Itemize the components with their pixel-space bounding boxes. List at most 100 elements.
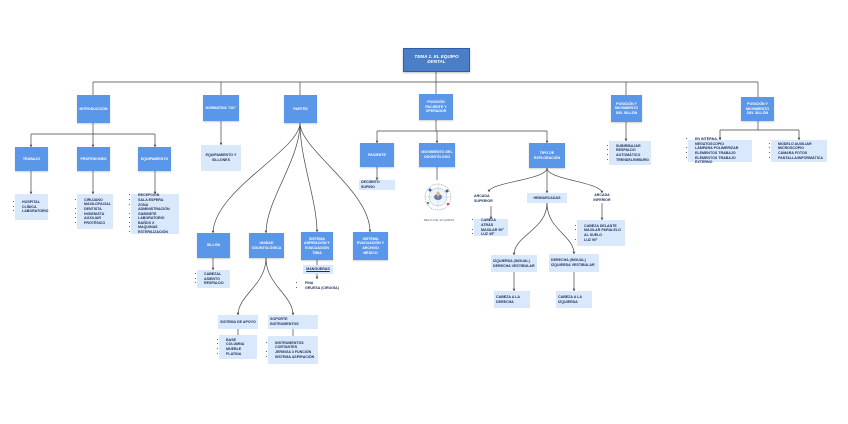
node-sistema-apoyo[interactable]: SISTEMA DE APOYO — [218, 315, 258, 329]
arrow-partes-3 — [368, 229, 372, 232]
node-movimiento-sillon[interactable]: POSICIÓN Y MOVIMIENTO DEL SILLÓN — [611, 95, 642, 122]
list-item: RECEPCIÓN — [138, 193, 177, 198]
list-item: BASE — [226, 338, 244, 343]
link-partes-unidad — [265, 122, 301, 234]
list-sillon-items: CABEZAL ASIENTO RESPALDO — [199, 272, 224, 286]
arrow-inf-list — [600, 217, 604, 220]
list-sillon: CABEZAL ASIENTO RESPALDO — [197, 270, 230, 288]
list-arcada-superior: CABEZA ATRÁS MAXILAR 90º LUZ 45º — [474, 218, 508, 237]
list-trabajo: HOSPITAL CLÍNICA LABORATORIO — [15, 194, 48, 220]
arrow-normativa — [219, 142, 223, 145]
list-item: AUTOMÁTICO — [616, 153, 649, 158]
list-item: RESPALDO — [616, 148, 649, 153]
list-soporte-items: INSTRUMENTOS CORTANTES JERINGA 3 FUNCIÓN… — [270, 341, 316, 359]
link-root — [92, 72, 759, 97]
list-item: CLÍNICA — [22, 205, 48, 210]
node-trabajo[interactable]: TRABAJO — [15, 147, 48, 171]
list-item: ELEMENTOS TRABAJO EXTERNO — [695, 156, 750, 165]
arrow-sillon-list — [211, 267, 215, 270]
node-posicion-paciente[interactable]: POSICIÓN PACIENTE Y OPERADOR — [419, 94, 453, 120]
arrow-soporte — [291, 312, 295, 315]
node-hemi-izquierda[interactable]: IZQUIERDA (INGUAL) DERECHA VESTIBULAR — [491, 255, 537, 272]
link-hemi-der — [546, 202, 575, 255]
link-unidad-apoyo — [237, 257, 267, 316]
node-hemi-derecha[interactable]: DERECHA (INGUAL) IZQUIERDA VESTIBULAR — [549, 254, 599, 272]
list-item: EN INTERNA, Y NEGATOSCOPIO — [695, 137, 750, 146]
dental-clock-icon — [424, 183, 452, 211]
node-movimiento-odontologo[interactable]: MOVIMIENTO DEL ODONTÓLOGO — [419, 143, 455, 167]
arrow-intro-leaf-1 — [91, 191, 95, 194]
node-sillon[interactable]: SILLÓN — [197, 233, 230, 258]
link-partes-sillon — [212, 122, 301, 234]
arrow-tipos-1 — [545, 190, 549, 193]
list-item: LUZ 45º — [481, 232, 506, 237]
node-hemiarcadas[interactable]: HEMIARCADAS — [527, 193, 567, 203]
list-item: FINA — [305, 281, 339, 286]
node-sistema-evacuacion[interactable]: SISTEMA EVACUACIÓN Y ARCHIVO MÉDICO — [353, 232, 388, 260]
list-profesiones: CIRUJANO MAXILOFACIAL DENTISTA HIGIENIST… — [77, 194, 113, 229]
arrow-partes-1 — [264, 230, 268, 233]
node-mangueras[interactable]: MANGUERAS — [303, 265, 333, 274]
node-posicion-sillon[interactable]: POSICIÓN Y MOVIMIENTO DEL SILLÓN — [741, 97, 774, 121]
list-item: CIRUJANO MAXILOFACIAL — [84, 198, 111, 207]
list-item: SALA ESPERA — [138, 198, 177, 203]
list-item: PANTALLA/INFORMÁTICA — [778, 156, 823, 161]
node-arcada-superior[interactable]: ARCADA SUPERIOR — [474, 194, 493, 203]
arrow-paciente — [375, 177, 379, 180]
arrow-intro-2 — [153, 144, 157, 147]
arrow-cabeza-der — [512, 288, 516, 291]
node-introduccion[interactable]: INTRODUCCIÓN — [77, 95, 110, 123]
arrow-partes-0 — [211, 230, 215, 233]
arrow-intro-1 — [91, 144, 95, 147]
link-intro — [30, 123, 156, 147]
arrow-intro-leaf-0 — [29, 191, 33, 194]
list-item: MAXILAR 90º — [481, 228, 506, 233]
list-item: CABEZAL — [204, 272, 224, 277]
node-profesiones[interactable]: PROFESIONES — [77, 147, 110, 171]
list-item: PLATINA — [226, 352, 244, 357]
list-item: ASIENTO — [204, 277, 224, 282]
list-item: MICROSCOPIO — [778, 146, 823, 151]
arrow-posicion-0 — [375, 140, 379, 143]
list-item: BAÑOS X — [138, 221, 177, 226]
list-item: RESPALDO — [204, 281, 224, 286]
list-arcada-inferior: CABEZA DELANTE MAXILAR PARALELO AL SUELO… — [577, 220, 625, 246]
arrow-intro-0 — [29, 144, 33, 147]
list-posicion-sillon-left: EN INTERNA, Y NEGATOSCOPIO LÁMPARA POLIM… — [688, 137, 752, 165]
list-item: COLUMNA — [226, 342, 244, 347]
root-title[interactable]: TEMA 1. EL EQUIPO DENTAL — [403, 48, 470, 72]
link-tipos-inferior — [546, 167, 603, 194]
list-item: SUBIR/BAJAR — [616, 144, 649, 149]
node-cabeza-derecha[interactable]: CABEZA A LA DERECHA — [494, 291, 530, 308]
node-sistema-aspiracion[interactable]: SISTEMA ASPIRACIÓN Y EVACUACIÓN TIBIA — [301, 232, 333, 260]
arrow-posicion-2 — [545, 140, 549, 143]
node-soporte-instrumentos[interactable]: SOPORTE INSTRUMENTOS — [268, 315, 318, 329]
node-paciente[interactable]: PACIENTE — [360, 143, 394, 167]
list-item: INSTRUMENTOS CORTANTES — [275, 341, 316, 350]
list-item: ESTERILIZACIÓN — [138, 230, 177, 235]
link-unidad-soporte — [265, 257, 294, 316]
list-item: TRENDELEMBURG — [616, 158, 649, 163]
list-equipamiento: RECEPCIÓN SALA ESPERA ZONA ADMINISTRACIÓ… — [131, 193, 179, 235]
node-tipo-exploracion[interactable]: TIPO DE EXPLORACIÓN — [529, 143, 565, 168]
list-item: MAXILAR PARALELO AL SUELO — [584, 228, 623, 237]
node-cabeza-izquierda[interactable]: CABEZA A LA IZQUIERDA — [556, 291, 592, 308]
node-decubito-supino[interactable]: DECÚBITO SUPINO — [359, 180, 395, 190]
arrow-apoyo — [236, 312, 240, 315]
node-normativa[interactable]: NORMATIVA "DO" — [203, 95, 239, 121]
node-unidad-odontologica[interactable]: UNIDAD ODONTOLÓGICA — [249, 233, 284, 258]
list-item: LUZ 90º — [584, 238, 623, 243]
list-arcada-inferior-items: CABEZA DELANTE MAXILAR PARALELO AL SUELO… — [579, 224, 623, 242]
list-item: MUEBLE — [226, 347, 244, 352]
list-posicion-right-items: MODELO AUXILIAR MICROSCOPIO CÁMARA FOTOS… — [773, 142, 823, 160]
arrow-hemi-der — [572, 251, 576, 254]
arrow-posicion-1 — [435, 140, 439, 143]
node-arcada-inferior[interactable]: ARCADA INFERIOR — [593, 193, 611, 202]
node-partes[interactable]: PARTES — [284, 95, 317, 123]
list-item: AUXILIAR — [84, 216, 111, 221]
list-posicion-sillon-right: MODELO AUXILIAR MICROSCOPIO CÁMARA FOTOS… — [771, 140, 827, 162]
list-item: HOSPITAL — [22, 200, 48, 205]
node-equipamiento-sillones[interactable]: EQUIPAMIENTO Y SILLONES — [201, 145, 241, 171]
arrow-sup-list — [489, 216, 493, 219]
node-equipamiento[interactable]: EQUIPAMIENTO — [138, 147, 171, 171]
